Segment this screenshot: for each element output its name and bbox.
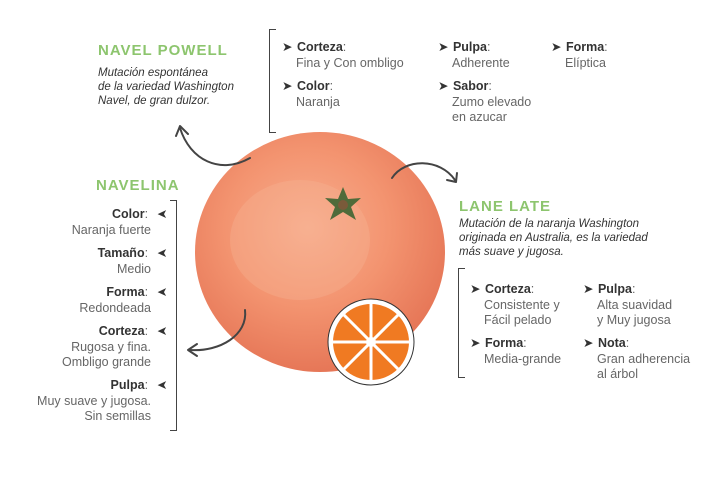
pointer-arrow-icon: ➤ (551, 40, 562, 54)
navelina-bracket (170, 200, 177, 431)
navelina-attr-tamano: Tamaño: ➤ Medio (97, 246, 167, 276)
lane-late-attr-corteza: ➤ Corteza: Consistente y Fácil pelado (470, 282, 560, 327)
lane-late-attr-pulpa: ➤ Pulpa: Alta suavidad y Muy jugosa (583, 282, 673, 327)
pointer-arrow-icon: ➤ (282, 79, 293, 93)
lane-late-description: Mutación de la naranja Washington origin… (459, 218, 648, 258)
arrow-to-navel-powell (179, 127, 251, 167)
pointer-arrow-icon: ➤ (470, 282, 481, 296)
navel-powell-attr-corteza: ➤ Corteza: Fina y Con ombligo (282, 40, 404, 70)
pointer-arrow-icon: ➤ (583, 282, 594, 296)
pointer-left-icon: ➤ (156, 207, 167, 221)
pointer-left-icon: ➤ (156, 285, 167, 299)
navelina-title: NAVELINA (96, 177, 180, 194)
navel-powell-attr-pulpa: ➤ Pulpa: Adherente (438, 40, 510, 70)
navel-powell-attr-forma: ➤ Forma: Elíptica (551, 40, 608, 70)
navelina-attr-color: Color: ➤ Naranja fuerte (71, 207, 167, 237)
navel-powell-attr-color: ➤ Color: Naranja (282, 79, 340, 109)
navelina-attr-corteza: Corteza: ➤ Rugosa y fina. Ombligo grande (62, 324, 167, 369)
pointer-left-icon: ➤ (156, 246, 167, 260)
navel-powell-description: Mutación espontánea de la variedad Washi… (98, 67, 234, 107)
lane-late-title: LANE LATE (459, 198, 552, 215)
pointer-left-icon: ➤ (156, 324, 167, 338)
orange-stem (325, 187, 361, 220)
navel-powell-attr-sabor: ➤ Sabor: Zumo elevado en azucar (438, 79, 532, 124)
arrow-to-lane-late (391, 162, 456, 181)
lane-late-attr-nota: ➤ Nota: Gran adherencia al árbol (583, 336, 691, 381)
lane-late-bracket (458, 268, 465, 378)
navelina-attr-pulpa: Pulpa: ➤ Muy suave y jugosa. Sin semilla… (37, 378, 167, 423)
navel-powell-bracket (269, 29, 276, 133)
pointer-arrow-icon: ➤ (470, 336, 481, 350)
lane-late-attr-forma: ➤ Forma: Media-grande (470, 336, 562, 366)
pointer-arrow-icon: ➤ (438, 79, 449, 93)
pointer-arrow-icon: ➤ (583, 336, 594, 350)
arrow-to-navelina (189, 309, 247, 352)
orange-slice (327, 298, 415, 386)
navel-powell-title: NAVEL POWELL (98, 42, 228, 59)
pointer-arrow-icon: ➤ (282, 40, 293, 54)
pointer-arrow-icon: ➤ (438, 40, 449, 54)
pointer-left-icon: ➤ (156, 378, 167, 392)
navelina-attr-forma: Forma: ➤ Redondeada (79, 285, 167, 315)
